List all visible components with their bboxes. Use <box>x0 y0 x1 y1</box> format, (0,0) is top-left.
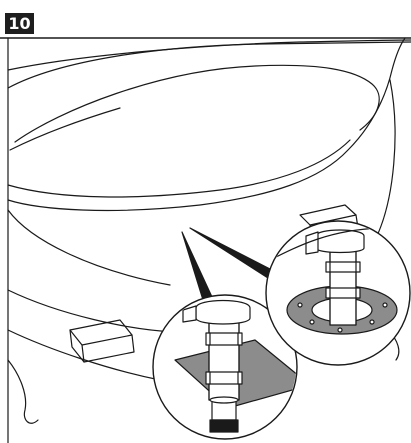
tub-side-left <box>7 209 171 286</box>
callout-round-base <box>265 220 411 366</box>
step-number-badge: 10 <box>5 13 34 34</box>
pipe-nut-lower <box>205 371 243 385</box>
tub-side-right <box>374 79 396 241</box>
callout-square-plate <box>152 294 298 440</box>
pipe-nut-round-lower <box>325 287 361 299</box>
pipe-nut-round-upper <box>325 261 361 273</box>
tub-body-curve <box>7 37 406 212</box>
callout-pointer-right <box>189 227 273 279</box>
pipe-nut-upper <box>205 332 243 346</box>
callout-pointer-left <box>181 231 213 301</box>
tub-bottom-sweep-2 <box>7 329 161 381</box>
tub-bottom-sweep <box>7 289 176 333</box>
tub-rim-top <box>7 39 411 71</box>
tub-body-curve-inner <box>7 139 351 198</box>
tub-inner-basin <box>14 64 380 143</box>
tub-inner-basin-lower <box>9 107 121 151</box>
tub-foot-left <box>7 359 39 424</box>
support-block-left <box>69 319 135 363</box>
tub-rim-outer <box>7 41 411 89</box>
